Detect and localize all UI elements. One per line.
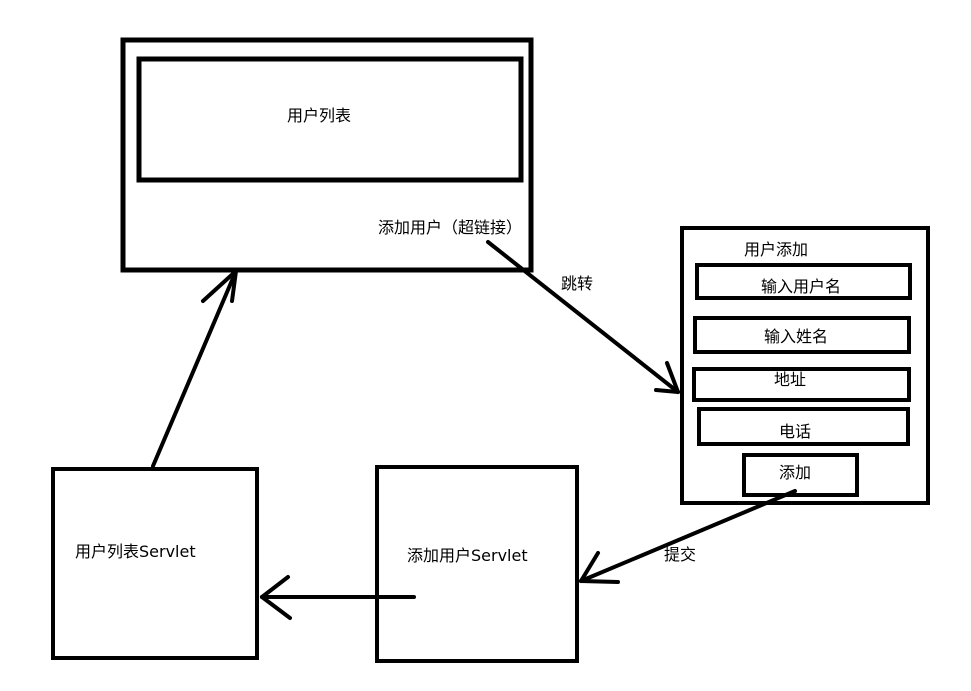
user-add-title: 用户添加 xyxy=(744,240,809,259)
user-list-page-box xyxy=(120,37,534,273)
address-field[interactable]: 地址 xyxy=(773,370,807,389)
user-add-page-box xyxy=(680,226,930,505)
add-button-box xyxy=(742,453,859,497)
submit-label: 提交 xyxy=(664,545,697,564)
forward-arrow xyxy=(260,575,416,620)
add-user-servlet-box xyxy=(375,465,579,663)
user-list-label: 用户列表 xyxy=(286,106,352,125)
username-input-box xyxy=(695,263,912,300)
jump-label: 跳转 xyxy=(561,274,594,293)
phone-field[interactable]: 电话 xyxy=(778,422,812,441)
jump-arrow xyxy=(486,240,680,394)
add-user-servlet-label: 添加用户Servlet xyxy=(407,546,528,565)
return-arrow xyxy=(151,269,238,468)
username-field[interactable]: 输入用户名 xyxy=(760,277,842,296)
phone-input-box xyxy=(697,407,910,446)
user-list-table-box xyxy=(136,56,524,183)
add-submit-button[interactable]: 添加 xyxy=(778,463,812,482)
address-input-box xyxy=(692,367,911,402)
add-user-link[interactable]: 添加用户（超链接） xyxy=(378,218,523,237)
name-input-box xyxy=(693,316,911,354)
name-field[interactable]: 输入姓名 xyxy=(763,327,829,346)
submit-arrow xyxy=(579,489,797,584)
user-list-servlet-label: 用户列表Servlet xyxy=(75,542,196,561)
user-list-servlet-box xyxy=(51,467,259,660)
